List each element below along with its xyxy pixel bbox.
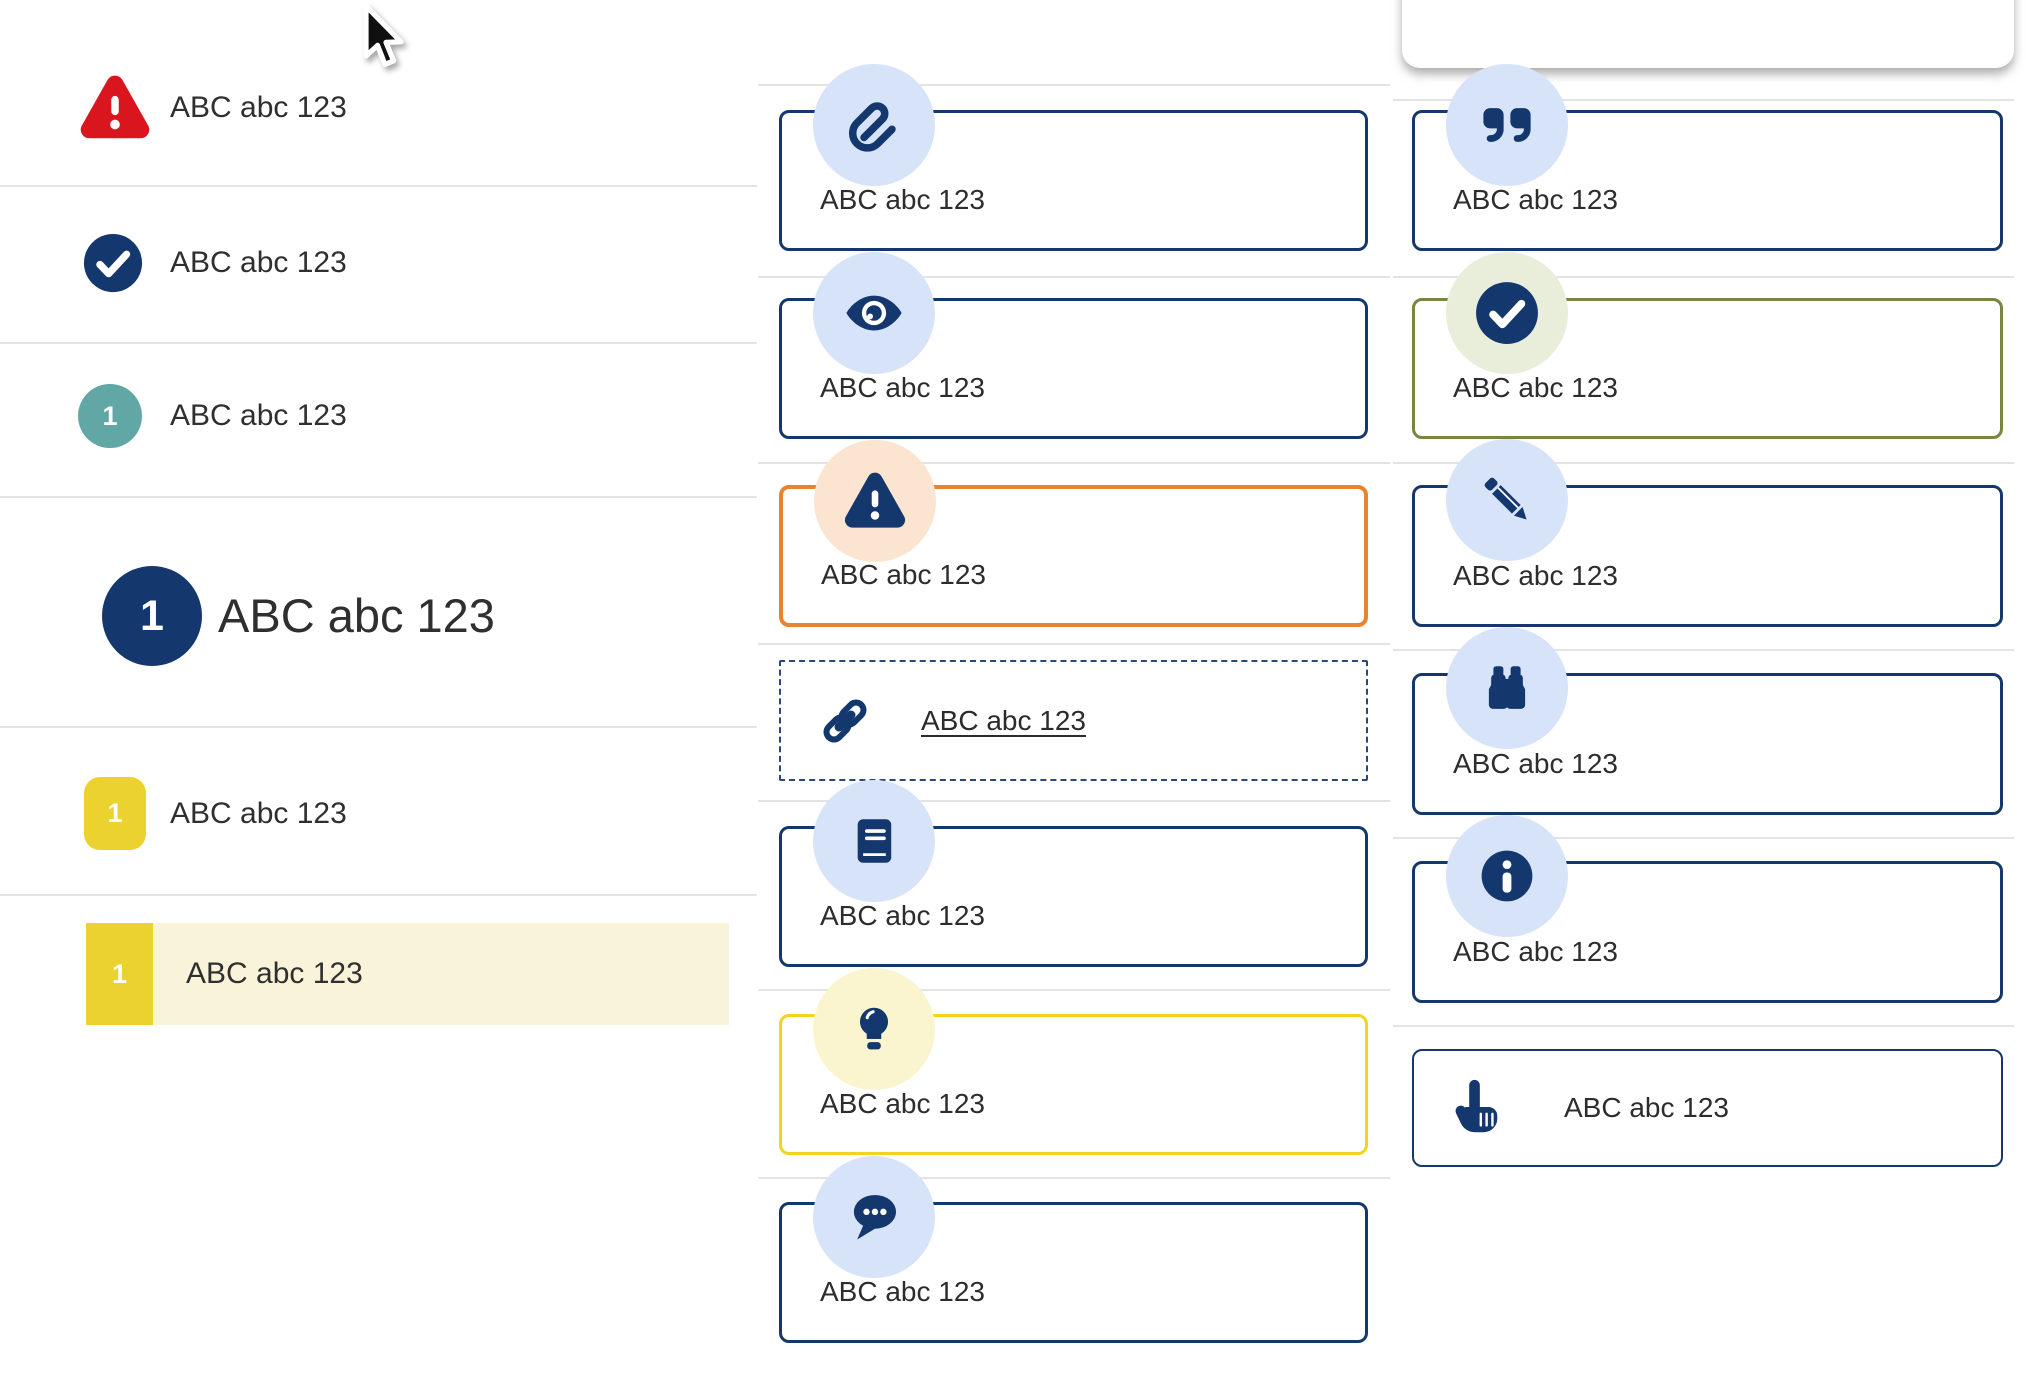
callout-icon-circle <box>813 64 935 186</box>
number-badge-yellow-tab: 1 <box>86 923 153 1025</box>
link-icon <box>823 699 867 742</box>
highlight-band <box>153 923 729 1025</box>
callout-quote: ABC abc 123 <box>1412 64 2003 251</box>
callout-text: ABC abc 123 <box>821 559 986 590</box>
callout-text: ABC abc 123 <box>1453 748 1618 779</box>
callout-attachment: ABC abc 123 <box>779 64 1368 251</box>
callout-icon-circle <box>1446 64 1568 186</box>
list-item-label: ABC abc 123 <box>170 399 347 432</box>
divider <box>1393 462 2014 464</box>
callout-text: ABC abc 123 <box>820 900 985 931</box>
callout-text: ABC abc 123 <box>820 372 985 403</box>
info-icon <box>1481 850 1533 902</box>
callout-chat: ABC abc 123 <box>779 1156 1368 1343</box>
callout-search: ABC abc 123 <box>1412 627 2003 815</box>
callout-text: ABC abc 123 <box>820 1276 985 1307</box>
check-circle-icon <box>1476 282 1538 344</box>
warning-triangle-icon <box>844 472 906 528</box>
callout-link: ABC abc 123 <box>779 660 1368 781</box>
eye-icon <box>846 295 902 331</box>
pencil-icon <box>1484 477 1527 520</box>
callout-pointer: ABC abc 123 <box>1412 1049 2003 1167</box>
callout-tip: ABC abc 123 <box>779 968 1368 1155</box>
divider <box>758 643 1390 645</box>
callout-link-anchor[interactable]: ABC abc 123 <box>921 704 1086 736</box>
callout-icon-circle <box>813 252 935 374</box>
quote-icon <box>1483 108 1531 142</box>
lightbulb-icon <box>859 1007 889 1050</box>
list-item-label: ABC abc 123 <box>170 246 347 279</box>
divider <box>1393 837 2014 839</box>
mouse-cursor-icon <box>363 3 404 68</box>
divider <box>758 276 1390 278</box>
callout-text: ABC abc 123 <box>1453 184 1618 215</box>
callout-text: ABC abc 123 <box>820 1088 985 1119</box>
callout-eye: ABC abc 123 <box>779 252 1368 439</box>
divider <box>758 84 1390 86</box>
callout-icon-circle <box>1446 252 1568 374</box>
divider <box>1393 649 2014 651</box>
list-item-label: ABC abc 123 <box>186 957 363 990</box>
book-icon <box>857 819 892 863</box>
callout-icon-circle <box>1446 627 1568 749</box>
divider <box>0 726 757 728</box>
callout-icon-circle <box>813 780 935 902</box>
divider <box>0 894 757 896</box>
divider <box>758 1177 1390 1179</box>
divider <box>1393 99 2014 101</box>
scrolled-card-partial <box>1402 0 2014 68</box>
callout-book: ABC abc 123 <box>779 780 1368 967</box>
callout-success: ABC abc 123 <box>1412 252 2003 439</box>
hand-pointer-icon <box>1455 1079 1498 1133</box>
divider <box>0 185 757 187</box>
divider <box>758 989 1390 991</box>
callout-text: ABC abc 123 <box>1564 1092 1729 1123</box>
divider <box>1393 276 2014 278</box>
callout-icon-circle <box>813 1156 935 1278</box>
list-item-label-large: ABC abc 123 <box>218 589 495 642</box>
divider <box>1393 1025 2014 1027</box>
callout-info: ABC abc 123 <box>1412 815 2003 1003</box>
divider <box>0 342 757 344</box>
divider <box>758 800 1390 802</box>
callout-edit: ABC abc 123 <box>1412 439 2003 627</box>
callout-warning: ABC abc 123 <box>779 440 1368 627</box>
callout-text: ABC abc 123 <box>1453 560 1618 591</box>
callout-icon-circle <box>1446 439 1568 561</box>
list-item-label: ABC abc 123 <box>170 797 347 830</box>
callout-icon-circle <box>1446 815 1568 937</box>
callout-icon-circle <box>814 440 936 562</box>
number-badge-large: 1 <box>102 566 202 666</box>
number-badge: 1 <box>78 384 142 448</box>
chat-icon <box>853 1194 897 1240</box>
number-badge-yellow: 1 <box>84 777 146 850</box>
divider <box>758 462 1390 464</box>
divider <box>0 496 757 498</box>
binoculars-icon <box>1488 666 1526 709</box>
check-circle-icon <box>83 233 143 293</box>
list-item-label: ABC abc 123 <box>170 91 347 124</box>
warning-triangle-icon <box>80 75 150 139</box>
callout-text: ABC abc 123 <box>1453 936 1618 967</box>
callout-text: ABC abc 123 <box>820 184 985 215</box>
callout-text: ABC abc 123 <box>1453 372 1618 403</box>
callout-icon-circle <box>813 968 935 1090</box>
paperclip-icon <box>848 102 896 152</box>
